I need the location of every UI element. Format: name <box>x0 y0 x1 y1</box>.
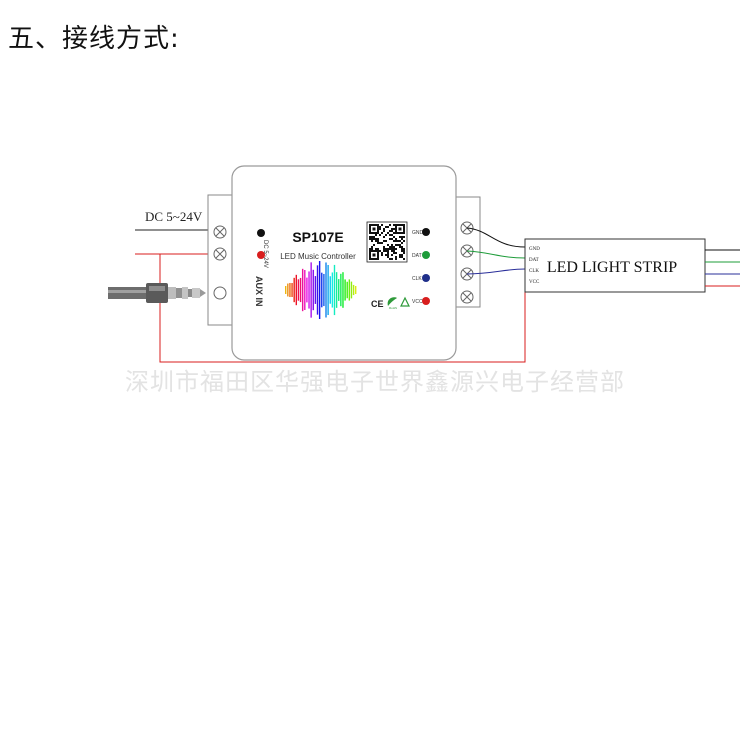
strip-pin-label: VCC <box>529 280 540 285</box>
qr-code-icon <box>366 221 408 263</box>
positive-dot-icon <box>257 251 265 259</box>
pin-dot-icon <box>422 251 430 259</box>
wave-bar <box>304 269 306 311</box>
wave-bar <box>321 272 323 308</box>
wave-bar <box>331 272 334 308</box>
wave-bar <box>316 265 319 315</box>
pin-dot-icon <box>422 297 430 305</box>
wave-bar <box>350 281 353 299</box>
power-input-label: DC 5~24V <box>145 209 203 224</box>
wave-bar <box>285 286 287 294</box>
wave-bar <box>308 271 310 309</box>
pin-dot-icon <box>422 274 430 282</box>
wave-bar <box>306 277 308 303</box>
clk-wire <box>466 268 526 275</box>
wave-bar <box>323 273 325 307</box>
right-terminal-block <box>455 196 481 308</box>
wave-bar <box>301 268 304 312</box>
wave-bar <box>325 262 327 318</box>
strip-pin-label: DAT <box>529 258 539 263</box>
wave-bar <box>329 276 331 304</box>
sound-wave-graphic <box>285 260 357 320</box>
wave-bar <box>352 284 355 296</box>
wave-bar <box>310 262 312 318</box>
controller-pin-label: CLK <box>412 276 422 282</box>
wave-bar <box>335 272 338 308</box>
wave-bar <box>344 279 346 301</box>
controller-aux-label: AUX IN <box>254 276 264 307</box>
wave-bar <box>291 283 293 297</box>
controller-pin-label: VCC <box>412 299 423 305</box>
dat-wire <box>466 250 526 259</box>
wave-bar <box>314 276 317 304</box>
wave-bar <box>327 264 329 316</box>
wave-bar <box>333 264 336 316</box>
rohs-logo: RoHS <box>387 297 397 310</box>
led-strip-label: LED LIGHT STRIP <box>547 259 677 276</box>
wave-bar <box>342 272 344 308</box>
recycle-icon <box>400 296 410 307</box>
svg-text:RoHS: RoHS <box>389 306 397 310</box>
wave-bar <box>346 281 348 299</box>
vcc-loop-wire <box>159 254 526 363</box>
watermark-text: 深圳市福田区华强电子世界鑫源兴电子经营部 <box>125 368 625 396</box>
controller-body <box>231 165 457 361</box>
wave-bar <box>348 279 351 301</box>
gnd-wire <box>466 227 526 248</box>
strip-pin-label: GND <box>529 247 540 252</box>
controller-subtitle: LED Music Controller <box>280 252 356 261</box>
pin-dot-icon <box>422 228 430 236</box>
wave-bar <box>295 274 298 306</box>
wave-bar <box>340 273 342 307</box>
wave-bar <box>293 277 295 303</box>
wave-bar <box>355 286 357 294</box>
left-terminal-block <box>207 194 233 326</box>
wave-bar <box>338 279 340 301</box>
wave-bar <box>299 277 302 303</box>
negative-dot-icon <box>257 229 265 237</box>
controller-pin-list: GND DAT CLK VCC <box>412 228 430 305</box>
led-strip-box <box>524 238 706 293</box>
ce-logo: CE <box>371 299 384 309</box>
wave-bar <box>297 279 300 301</box>
audio-jack-icon <box>108 283 206 303</box>
wave-bar <box>318 260 321 320</box>
strip-pin-label: CLK <box>529 269 539 274</box>
wave-bar <box>287 283 289 297</box>
wave-bar <box>312 269 314 311</box>
wave-bar <box>289 282 291 298</box>
strip-pin-list: GND DAT CLK VCC <box>529 247 540 285</box>
terminal-screw-3 <box>213 286 227 300</box>
controller-model: SP107E <box>292 229 343 245</box>
controller-pin-label: GND <box>412 230 424 236</box>
section-heading: 五、接线方式: <box>8 24 180 54</box>
controller-power-label: DC 5~24V <box>262 240 268 268</box>
controller-pin-label: DAT <box>412 253 422 259</box>
